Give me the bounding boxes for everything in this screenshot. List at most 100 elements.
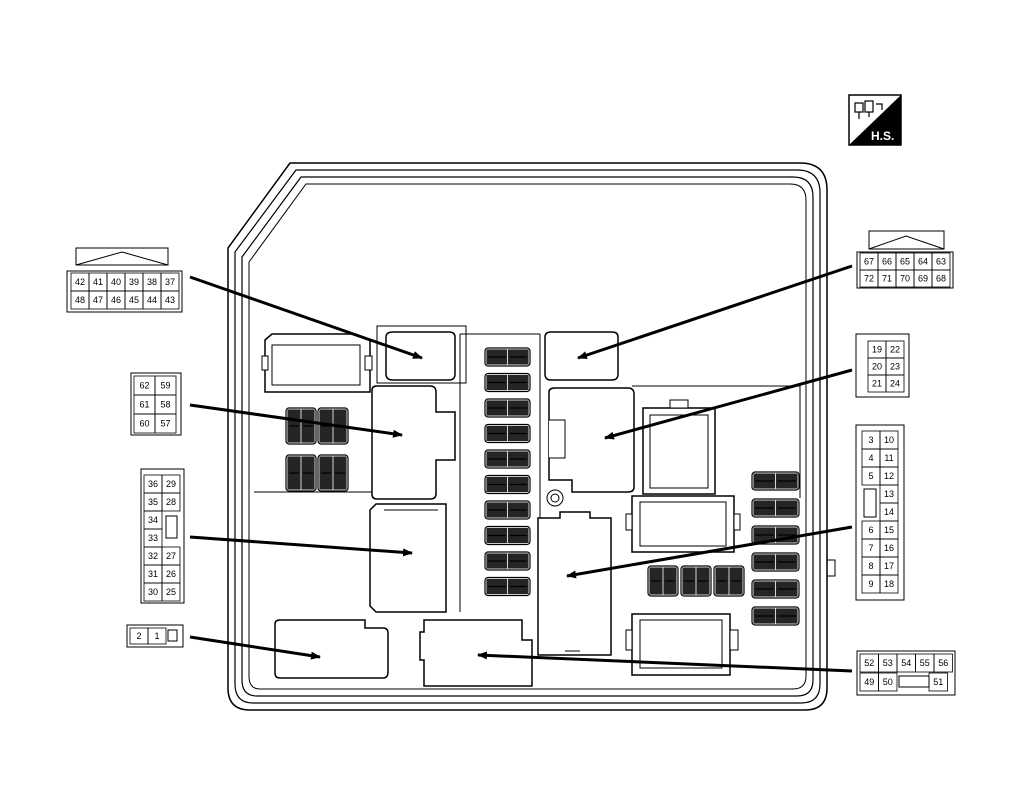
hs-label: H.S.	[871, 129, 894, 143]
pin-number: 70	[900, 274, 910, 284]
pin-number: 38	[147, 277, 157, 287]
fuse	[484, 347, 531, 367]
pin-number: 25	[166, 587, 176, 597]
pin-number: 47	[93, 295, 103, 305]
pin-number: 4	[868, 453, 873, 463]
pin-number: 15	[884, 525, 894, 535]
pin-cell	[160, 290, 180, 310]
pin-number: 36	[148, 479, 158, 489]
pin-number: 54	[901, 658, 911, 668]
pin-cell	[154, 413, 177, 434]
fuse	[484, 551, 531, 571]
pin-number: 56	[938, 658, 948, 668]
pin-number: 21	[872, 379, 882, 389]
pin-cell	[878, 672, 898, 692]
fuse	[285, 454, 317, 492]
harness-connector-icon	[854, 100, 883, 119]
pin-number: 41	[93, 277, 103, 287]
arrow-left-2	[189, 535, 413, 557]
pin-number: 53	[883, 658, 893, 668]
box-connectors	[261, 325, 741, 687]
pin-number: 8	[868, 561, 873, 571]
pin-number: 40	[111, 277, 121, 287]
hs-badge: H.S.	[848, 94, 902, 146]
fuse	[484, 423, 531, 444]
pin-cell	[879, 574, 899, 594]
pin-number: 68	[936, 274, 946, 284]
pin-number: 34	[148, 515, 158, 525]
fuse	[680, 565, 712, 597]
pin-number: 13	[884, 489, 894, 499]
pin-number: 33	[148, 533, 158, 543]
pin-number: 27	[166, 551, 176, 561]
fuse	[484, 449, 531, 469]
arrow-right-2	[566, 525, 853, 579]
fuse	[647, 565, 679, 597]
pin-cell	[931, 269, 951, 288]
pin-number: 18	[884, 579, 894, 589]
fuse	[751, 471, 800, 491]
fuse	[484, 372, 531, 393]
leader-arrows	[189, 264, 853, 673]
pin-number: 20	[872, 362, 882, 372]
pin-number: 22	[890, 345, 900, 355]
pin-number: 67	[864, 257, 874, 267]
pin-number: 28	[166, 497, 176, 507]
pin-number: 55	[920, 658, 930, 668]
pin-cell	[161, 582, 181, 602]
pin-number: 63	[936, 257, 946, 267]
pin-number: 12	[884, 471, 894, 481]
pin-number: 45	[129, 295, 139, 305]
pin-number: 44	[147, 295, 157, 305]
fuse	[317, 454, 349, 492]
fuse	[484, 398, 531, 418]
pin-number: 14	[884, 507, 894, 517]
pin-number: 35	[148, 497, 158, 507]
pin-cell	[933, 653, 953, 673]
pin-number: 60	[139, 419, 149, 429]
arrow-right-3	[477, 651, 853, 673]
arrow-left-3	[189, 635, 321, 660]
pin-number: 61	[139, 400, 149, 410]
arrow-top-left	[189, 275, 423, 360]
pin-number: 46	[111, 295, 121, 305]
pin-number: 66	[882, 257, 892, 267]
pin-number: 32	[148, 551, 158, 561]
pin-number: 49	[864, 677, 874, 687]
pin-number: 42	[75, 277, 85, 287]
pin-number: 3	[868, 435, 873, 445]
pin-cell	[161, 492, 181, 512]
pin-number: 39	[129, 277, 139, 287]
pin-number: 30	[148, 587, 158, 597]
pin-number: 16	[884, 543, 894, 553]
fuse	[751, 552, 800, 572]
fuse	[484, 576, 531, 597]
pin-number: 71	[882, 274, 892, 284]
pin-number: 31	[148, 569, 158, 579]
fuse	[484, 500, 531, 520]
pin-number: 10	[884, 435, 894, 445]
pin-number: 6	[868, 525, 873, 535]
fuse	[713, 565, 745, 597]
pin-number: 62	[139, 381, 149, 391]
pin-number: 58	[160, 400, 170, 410]
fuse	[285, 407, 317, 445]
pin-cell	[885, 374, 905, 393]
pin-number: 1	[154, 631, 159, 641]
pin-number: 64	[918, 257, 928, 267]
pin-number: 26	[166, 569, 176, 579]
fuse	[751, 606, 800, 626]
pin-number: 59	[160, 381, 170, 391]
pin-number: 19	[872, 345, 882, 355]
fuse	[484, 474, 531, 495]
pin-number: 72	[864, 274, 874, 284]
pin-number: 65	[900, 257, 910, 267]
fuse	[484, 525, 531, 546]
